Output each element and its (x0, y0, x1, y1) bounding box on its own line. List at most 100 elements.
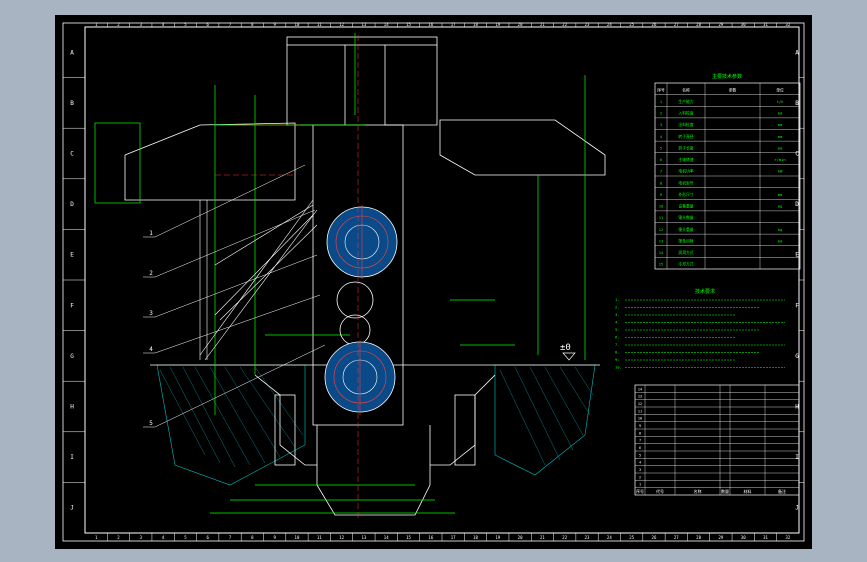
bom-header-cell: 代号 (656, 488, 664, 494)
ground-hatch (150, 364, 600, 486)
parameter-cell: 1 (660, 99, 663, 104)
parameter-cell: 5 (660, 145, 662, 150)
bom-row-number: 10 (638, 417, 642, 421)
note-line: 2. (615, 305, 620, 310)
col-mark-bottom: 8 (251, 535, 254, 540)
col-mark-top: 24 (607, 22, 612, 27)
parameter-cell: mm (778, 145, 783, 150)
col-mark-top: 20 (518, 22, 523, 27)
note-line: 1. (615, 297, 620, 302)
bom-header-cell: 数量 (721, 488, 729, 494)
col-mark-top: 9 (273, 22, 276, 27)
col-mark-top: 13 (361, 22, 366, 27)
col-mark-bottom: 25 (629, 535, 634, 540)
col-mark-top: 29 (718, 22, 723, 27)
row-mark-right: A (795, 49, 799, 56)
col-mark-top: 2 (117, 22, 120, 27)
col-mark-bottom: 7 (229, 535, 232, 540)
col-mark-top: 23 (585, 22, 590, 27)
parameter-cell: 15 (659, 262, 664, 267)
callout-leaders (154, 164, 326, 428)
col-mark-bottom: 13 (361, 535, 366, 540)
parameter-cell: 名称 (682, 87, 690, 92)
col-mark-bottom: 18 (473, 535, 478, 540)
col-mark-top: 30 (741, 22, 746, 27)
col-mark-bottom: 22 (562, 535, 567, 540)
parameter-cell: 单位 (776, 87, 784, 92)
bom-header-cell: 名称 (694, 488, 702, 494)
parameter-cell: 14 (659, 250, 664, 255)
parameter-cell: 入料粒度 (678, 111, 693, 116)
bom-row-number: 2 (639, 475, 641, 479)
callout-number: 2 (149, 270, 153, 277)
parameter-cell: t/h (777, 99, 784, 104)
bom-row-number: 9 (639, 424, 641, 428)
parameter-cell: 电机型号 (678, 180, 693, 185)
parameter-cell: mm (778, 111, 783, 116)
parameter-cell: mm (778, 134, 783, 139)
bom-row-number: 7 (639, 439, 641, 443)
note-line: 7. (615, 342, 620, 347)
technical-notes: 技术要求 1.2.3.4.5.6.7.8.9.10. (615, 288, 785, 370)
bom-row-number: 11 (638, 409, 642, 413)
col-mark-bottom: 32 (785, 535, 790, 540)
row-mark-left: A (70, 49, 74, 56)
col-mark-top: 26 (652, 22, 657, 27)
col-mark-bottom: 28 (696, 535, 701, 540)
col-mark-bottom: 27 (674, 535, 679, 540)
col-mark-bottom: 6 (207, 535, 210, 540)
note-line: 5. (615, 327, 620, 332)
col-mark-top: 5 (184, 22, 187, 27)
green-structure (94, 33, 586, 514)
col-mark-top: 25 (629, 22, 634, 27)
parameter-cell: 参数 (729, 87, 737, 92)
note-line: 10. (615, 365, 622, 370)
row-mark-left: D (70, 201, 74, 208)
parameter-cell: 10 (659, 204, 664, 209)
parameter-cell: kW (778, 169, 783, 174)
col-mark-top: 4 (162, 22, 165, 27)
parameter-cell: 12 (659, 227, 664, 232)
row-mark-left: J (70, 505, 74, 512)
center-lines (215, 35, 359, 520)
bom-row-number: 8 (639, 431, 641, 435)
callout-number: 4 (149, 346, 153, 353)
roller-lower (324, 340, 396, 415)
parameter-cell: 外形尺寸 (678, 192, 693, 197)
callout-number: 1 (149, 230, 153, 237)
bom-row-number: 5 (639, 453, 641, 457)
col-mark-top: 12 (339, 22, 344, 27)
col-mark-bottom: 19 (495, 535, 500, 540)
row-mark-left: B (70, 100, 74, 107)
row-mark-right: F (795, 302, 799, 309)
col-mark-top: 22 (562, 22, 567, 27)
parameter-cell: 冷却方式 (678, 262, 693, 267)
col-mark-bottom: 15 (406, 535, 411, 540)
parameter-cell: mm (778, 238, 783, 243)
bom-header-cell: 备注 (778, 488, 786, 494)
row-mark-right: G (795, 353, 799, 360)
roller-middle (336, 281, 374, 346)
parameter-cell: 转子直径 (678, 134, 693, 139)
parameter-cell: mm (778, 122, 783, 127)
parameter-cell: r/min (774, 157, 785, 162)
level-mark: ±0 (560, 343, 576, 361)
row-mark-right: C (795, 151, 799, 158)
parameter-cell: 6 (660, 157, 663, 162)
parameter-cell: 11 (659, 215, 664, 220)
col-mark-bottom: 17 (451, 535, 456, 540)
row-mark-right: B (795, 100, 799, 107)
level-text: ±0 (560, 343, 571, 353)
col-mark-top: 19 (495, 22, 500, 27)
parameter-cell: 3 (660, 122, 662, 127)
parameter-cell: 筛条间隙 (678, 238, 693, 243)
callout-number: 3 (149, 310, 153, 317)
col-mark-bottom: 24 (607, 535, 612, 540)
parameter-cell: 4 (660, 134, 663, 139)
notes-title: 技术要求 (695, 288, 715, 295)
col-mark-bottom: 12 (339, 535, 344, 540)
col-mark-bottom: 16 (428, 535, 433, 540)
